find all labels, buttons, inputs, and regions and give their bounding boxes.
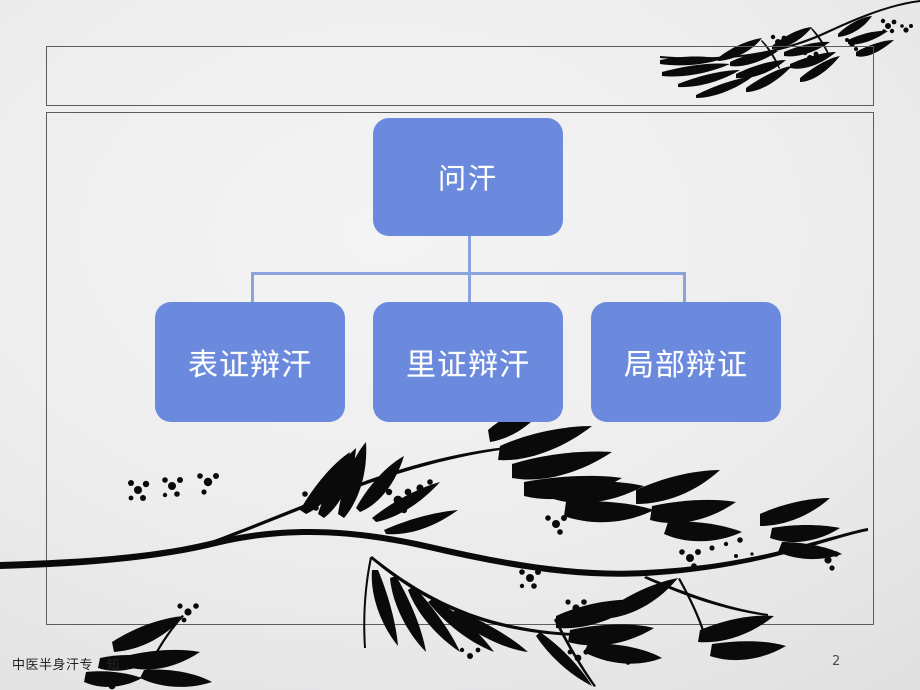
org-node-child-1[interactable]: 里证辩汗: [373, 302, 563, 422]
footer-note: 中医半身汗专 知: [12, 658, 121, 673]
title-placeholder[interactable]: [46, 46, 874, 106]
connector-horizontal-bus: [251, 272, 686, 275]
org-node-child-2-label: 局部辩证: [624, 349, 748, 382]
page-number: 2: [832, 654, 841, 669]
org-node-root[interactable]: 问汗: [373, 118, 563, 236]
org-node-child-0-label: 表证辩汗: [188, 349, 312, 382]
connector-bus-to-child-0: [251, 272, 254, 304]
org-node-child-2[interactable]: 局部辩证: [591, 302, 781, 422]
connector-bus-to-child-2: [683, 272, 686, 304]
org-node-child-1-label: 里证辩汗: [406, 349, 530, 382]
org-node-child-0[interactable]: 表证辩汗: [155, 302, 345, 422]
connector-root-to-bus: [468, 233, 471, 303]
org-node-root-label: 问汗: [437, 164, 498, 195]
